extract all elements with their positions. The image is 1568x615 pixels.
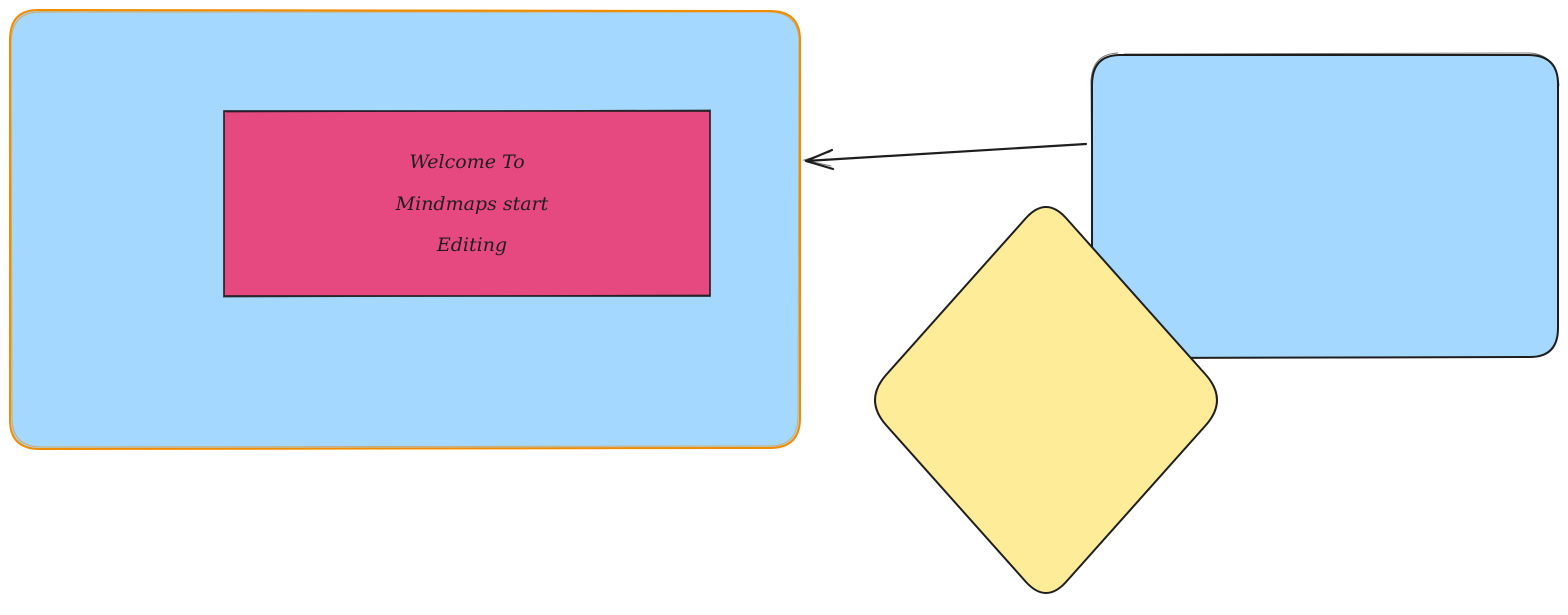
connector-arrow[interactable]: [802, 142, 1088, 171]
inner-box[interactable]: Welcome To Mindmaps start Editing: [222, 109, 712, 298]
inner-box-line-1: Welcome To: [409, 151, 524, 173]
inner-box-line-2: Mindmaps start: [395, 193, 549, 215]
inner-box-line-3: Editing: [436, 234, 507, 256]
right-box[interactable]: [1090, 52, 1560, 360]
diamond-shape[interactable]: [874, 206, 1218, 594]
